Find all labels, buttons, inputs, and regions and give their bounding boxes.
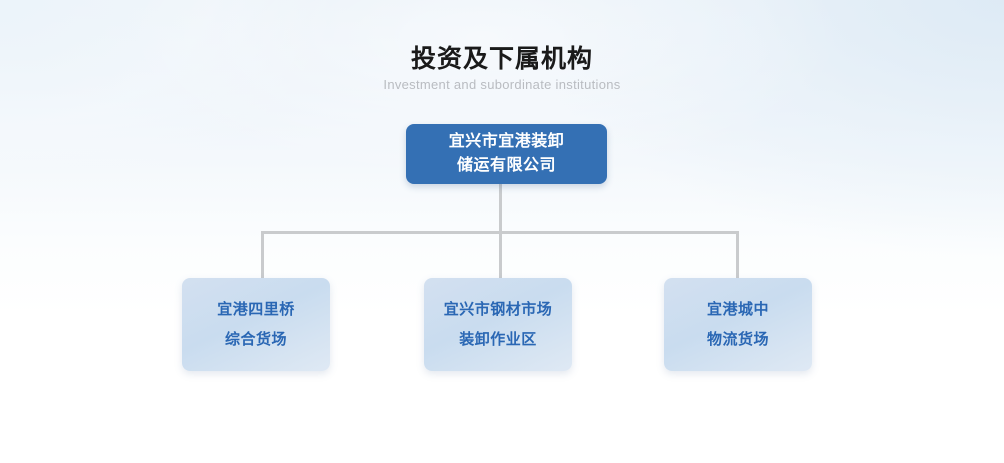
page-heading: 投资及下属机构 Investment and subordinate insti… — [0, 44, 1004, 93]
node-child-1[interactable]: 宜港四里桥 综合货场 — [182, 278, 330, 371]
page-title: 投资及下属机构 — [410, 45, 593, 73]
node-root-line-2: 储运有限公司 — [456, 157, 556, 174]
node-root[interactable]: 宜兴市宜港装卸 储运有限公司 — [406, 124, 607, 184]
node-child-1-line-1: 宜港四里桥 — [217, 300, 295, 318]
node-child-1-line-2: 综合货场 — [224, 330, 287, 348]
node-child-2-line-2: 装卸作业区 — [459, 330, 537, 348]
node-child-2[interactable]: 宜兴市钢材市场 装卸作业区 — [424, 278, 572, 371]
node-child-3-line-2: 物流货场 — [706, 330, 769, 348]
node-child-2-line-1: 宜兴市钢材市场 — [443, 300, 553, 318]
node-child-3[interactable]: 宜港城中 物流货场 — [664, 278, 812, 371]
page-subtitle: Investment and subordinate institutions — [383, 77, 621, 92]
node-child-3-line-1: 宜港城中 — [706, 300, 769, 318]
node-root-line-1: 宜兴市宜港装卸 — [448, 133, 565, 150]
